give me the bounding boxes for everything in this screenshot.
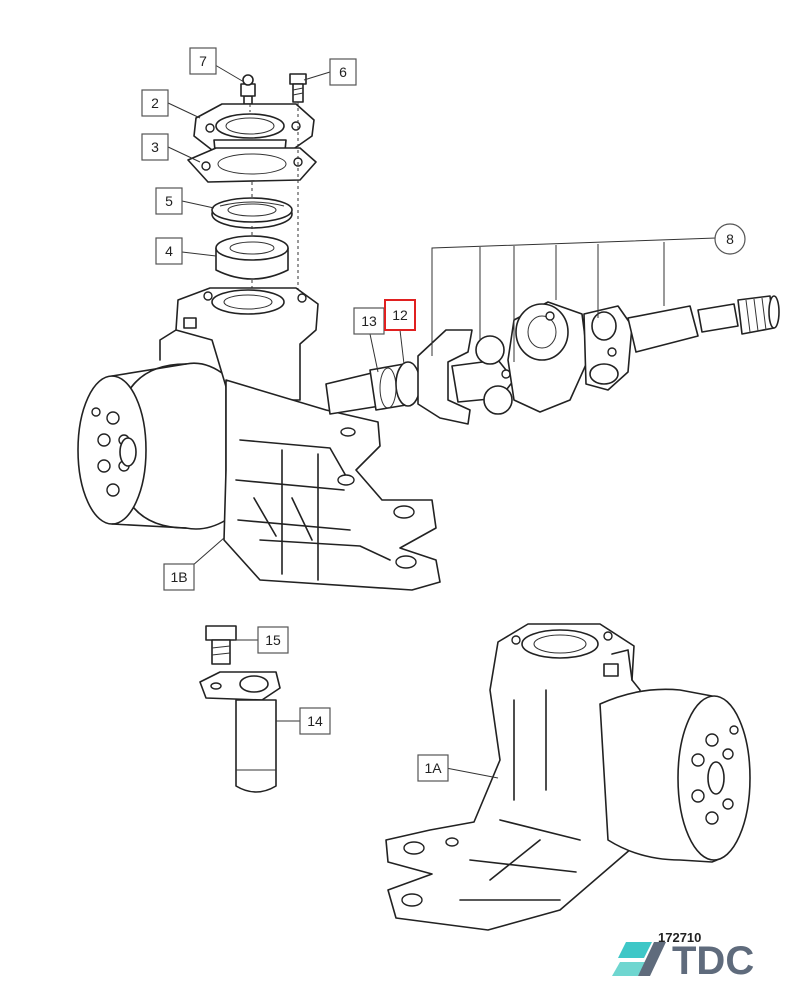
callout-5[interactable]: 5 — [155, 187, 215, 215]
grease-nipple-part — [240, 74, 256, 105]
bolt-part-6 — [289, 73, 307, 103]
callout-1a-text: 1A — [424, 760, 442, 776]
alignment-lines — [249, 102, 299, 296]
callout-13[interactable]: 13 — [353, 307, 385, 373]
figure-number: 172710 — [658, 930, 701, 945]
callout-14[interactable]: 14 — [276, 707, 331, 735]
callout-4[interactable]: 4 — [155, 237, 217, 265]
callout-13-text: 13 — [361, 313, 377, 329]
seal-ring-part — [211, 197, 293, 229]
callout-15-text: 15 — [265, 632, 281, 648]
king-pin-part-14 — [199, 671, 281, 793]
callout-3[interactable]: 3 — [141, 133, 201, 163]
bolt-part-15 — [205, 625, 237, 665]
part-8-leaders — [431, 237, 717, 362]
callout-6[interactable]: 6 — [303, 58, 357, 86]
tdc-logo: TDC — [612, 939, 754, 983]
drive-shaft-assembly — [325, 295, 780, 425]
gasket-part — [187, 147, 317, 183]
callout-14-text: 14 — [307, 713, 323, 729]
tdc-logo-text: TDC — [672, 939, 754, 983]
callout-1b[interactable]: 1B — [163, 537, 225, 591]
callout-3-text: 3 — [151, 139, 159, 155]
callout-7-text: 7 — [199, 53, 207, 69]
callout-1b-text: 1B — [170, 569, 187, 585]
callout-12-text: 12 — [392, 307, 408, 323]
steering-knuckle-1a — [385, 623, 751, 931]
callout-15[interactable]: 15 — [234, 626, 289, 654]
callout-2-text: 2 — [151, 95, 159, 111]
steering-knuckle-1b — [77, 287, 441, 591]
callout-1a[interactable]: 1A — [417, 754, 499, 782]
bearing-cup-part — [215, 235, 289, 280]
callout-8[interactable]: 8 — [714, 223, 746, 255]
tdc-logo-icon — [612, 942, 666, 976]
callout-4-text: 4 — [165, 243, 173, 259]
callout-6-text: 6 — [339, 64, 347, 80]
callout-8-text: 8 — [726, 231, 734, 247]
callout-12-highlighted[interactable]: 12 — [384, 299, 416, 365]
callout-7[interactable]: 7 — [189, 47, 245, 83]
callout-2[interactable]: 2 — [141, 89, 201, 119]
callout-5-text: 5 — [165, 193, 173, 209]
